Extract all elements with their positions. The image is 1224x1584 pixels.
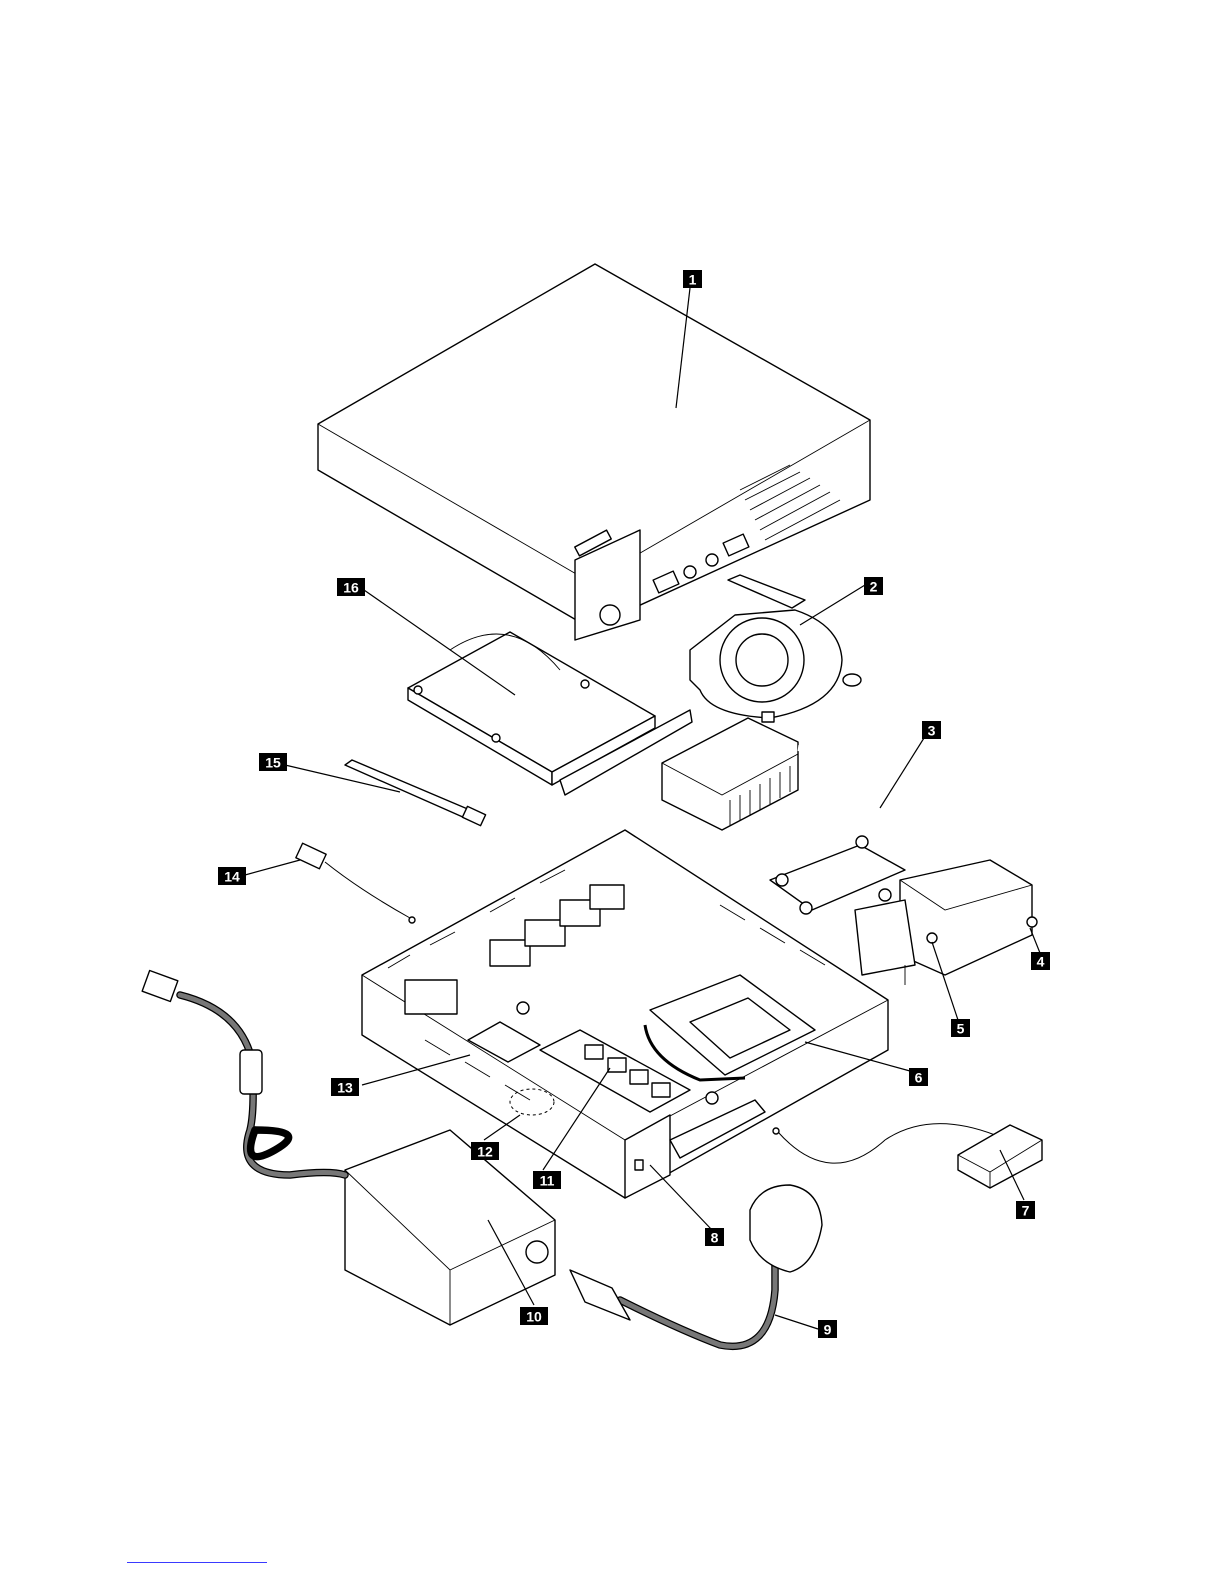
callout-6: 6	[909, 1068, 928, 1086]
front-bracket	[900, 860, 1037, 975]
callout-15: 15	[259, 753, 287, 771]
svg-text:9: 9	[824, 1322, 832, 1338]
svg-text:7: 7	[1022, 1203, 1030, 1219]
svg-text:8: 8	[711, 1230, 719, 1246]
callout-12: 12	[471, 1142, 499, 1160]
system-fan	[690, 575, 861, 722]
svg-text:2: 2	[870, 579, 878, 595]
computer-cover	[318, 264, 870, 640]
svg-text:11: 11	[540, 1173, 555, 1189]
callout-10: 10	[520, 1307, 548, 1325]
svg-text:12: 12	[477, 1144, 493, 1160]
footnote-rule	[127, 1562, 267, 1563]
callout-14: 14	[218, 867, 246, 885]
callout-3: 3	[922, 721, 941, 739]
svg-text:4: 4	[1037, 954, 1045, 970]
callout-8: 8	[705, 1228, 724, 1246]
svg-text:1: 1	[689, 272, 697, 288]
callout-2: 2	[864, 577, 883, 595]
svg-text:16: 16	[343, 580, 359, 596]
power-cord	[570, 1185, 822, 1346]
svg-text:15: 15	[265, 755, 281, 771]
callout-13: 13	[331, 1078, 359, 1096]
dust-shield	[958, 1125, 1042, 1188]
external-antenna	[345, 760, 486, 826]
callout-4: 4	[1031, 952, 1050, 970]
callout-9: 9	[818, 1320, 837, 1338]
dc-power-cable	[142, 971, 345, 1175]
antenna-cable	[296, 843, 415, 923]
ac-power-adapter	[345, 1130, 555, 1325]
callout-1: 1	[683, 270, 702, 288]
callout-11: 11	[533, 1171, 561, 1189]
svg-text:13: 13	[337, 1080, 353, 1096]
callout-16: 16	[337, 578, 365, 596]
svg-text:3: 3	[928, 723, 936, 739]
svg-text:10: 10	[526, 1309, 542, 1325]
svg-text:5: 5	[957, 1021, 965, 1037]
storage-drive	[408, 632, 692, 795]
svg-text:6: 6	[915, 1070, 923, 1086]
svg-text:14: 14	[224, 869, 240, 885]
callout-7: 7	[1016, 1201, 1035, 1219]
callout-5: 5	[951, 1019, 970, 1037]
